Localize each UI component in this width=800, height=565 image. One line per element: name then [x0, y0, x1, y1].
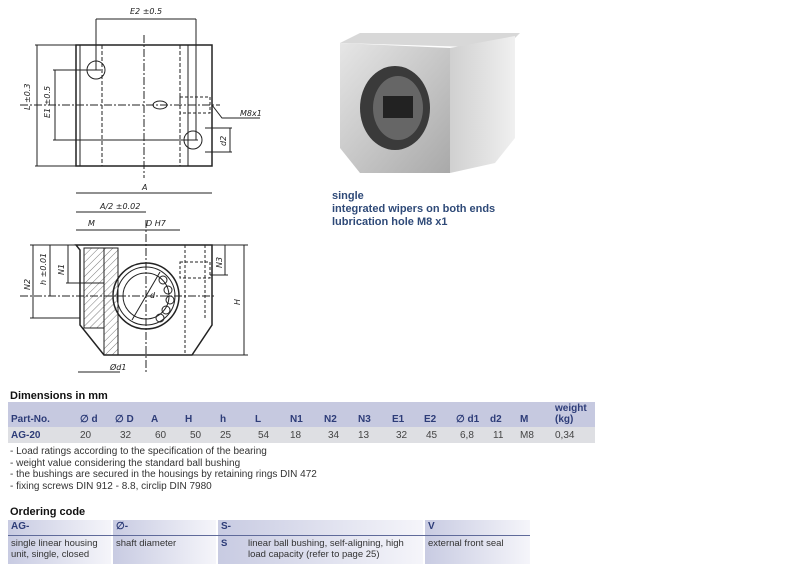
label-m8x1: M8x1 [240, 109, 262, 118]
col-E2: E2 [424, 414, 437, 425]
ordering-desc: single linear housing unit, single, clos… [8, 536, 530, 564]
cell: 34 [328, 430, 340, 441]
col-E1: E1 [392, 414, 405, 425]
col-weight-unit: (kg) [555, 414, 574, 425]
label-m: M [88, 219, 95, 228]
notes: - Load ratings according to the specific… [10, 446, 317, 492]
note: - the bushings are secured in the housin… [10, 469, 317, 480]
label-e2: E2 ±0.5 [130, 7, 162, 16]
col-N3: N3 [358, 414, 371, 425]
cell: 6,8 [460, 430, 474, 441]
cell: 60 [155, 430, 167, 441]
col-H: H [185, 414, 193, 425]
cell: 45 [426, 430, 438, 441]
cell: 54 [258, 430, 270, 441]
col-weight: weight [555, 403, 587, 414]
cell: 18 [290, 430, 302, 441]
col-A: A [151, 414, 159, 425]
cell: 13 [358, 430, 370, 441]
ordering-title: Ordering code [10, 506, 86, 518]
col-part-no: Part-No. [11, 414, 50, 425]
cell: 11 [493, 430, 504, 441]
col-N2: N2 [324, 414, 337, 425]
top-view [20, 18, 260, 178]
ordering-code-table: AG- ∅- S- V single linear housing unit, … [8, 520, 530, 564]
label-n3: N3 [215, 257, 224, 268]
cell: 25 [220, 430, 232, 441]
col-h: h [220, 414, 227, 425]
col-d: ∅ d [80, 414, 98, 425]
caption-line: integrated wipers on both ends [332, 203, 496, 215]
label-n1: N1 [57, 264, 66, 275]
technical-drawing: E2 ±0.5 L ±0.3 E1 ±0.5 M8x1 d2 A A/2 ±0.… [20, 7, 262, 373]
note: - weight value considering the standard … [10, 457, 241, 469]
desc-s: linear ball bushing, self-aligning, high… [248, 538, 404, 560]
table-header: Part-No. ∅ d ∅ D A H h L N1 N2 N3 E1 E2 … [8, 402, 595, 427]
product-caption: single integrated wipers on both ends lu… [332, 190, 495, 229]
note: - fixing screws DIN 912 - 8.8, circlip D… [10, 480, 212, 492]
label-d: d [150, 291, 156, 300]
label-dh7: D H7 [146, 219, 167, 228]
cell: 32 [396, 430, 408, 441]
col-L: L [255, 414, 262, 425]
cell: 0,34 [555, 430, 575, 441]
dimensions-table: Part-No. ∅ d ∅ D A H h L N1 N2 N3 E1 E2 … [8, 402, 595, 443]
label-d2: d2 [219, 136, 228, 146]
cell-part-no: AG-20 [11, 430, 41, 441]
table-row: AG-20 20 32 60 50 25 54 18 34 13 32 45 6… [8, 427, 595, 443]
col-d1: ∅ d1 [456, 414, 480, 425]
desc-s-code: S [221, 538, 228, 549]
front-view [20, 192, 248, 373]
code-v: V [425, 520, 530, 535]
dimensions-title: Dimensions in mm [10, 390, 108, 402]
caption-line: single [332, 190, 364, 202]
caption-line: lubrication hole M8 x1 [332, 216, 448, 228]
desc-diameter: shaft diameter [113, 536, 216, 564]
col-d2: d2 [490, 414, 502, 425]
label-d1: Ød1 [109, 362, 126, 372]
label-h: H [233, 299, 242, 305]
desc-v: external front seal [425, 536, 530, 564]
desc-s-cell: S linear ball bushing, self-aligning, hi… [218, 536, 423, 564]
col-M: M [520, 414, 529, 425]
code-s: S- [218, 520, 423, 535]
label-l: L ±0.3 [23, 84, 32, 110]
cell: 50 [190, 430, 202, 441]
label-a: A [141, 183, 147, 192]
code-ag: AG- [8, 520, 111, 535]
desc-ag: single linear housing unit, single, clos… [8, 536, 111, 564]
label-n2: N2 [23, 279, 32, 290]
cell: 20 [80, 430, 92, 441]
ordering-header: AG- ∅- S- V [8, 520, 530, 536]
label-e1: E1 ±0.5 [43, 86, 52, 118]
note: - Load ratings according to the specific… [10, 446, 267, 457]
col-D: ∅ D [115, 414, 134, 425]
label-h-small: h ±0.01 [39, 253, 48, 285]
label-a2: A/2 ±0.02 [99, 202, 140, 211]
product-photo [340, 33, 520, 173]
cell: 32 [120, 430, 132, 441]
col-N1: N1 [290, 414, 303, 425]
cell: M8 [520, 430, 534, 441]
code-diameter: ∅- [113, 520, 216, 535]
